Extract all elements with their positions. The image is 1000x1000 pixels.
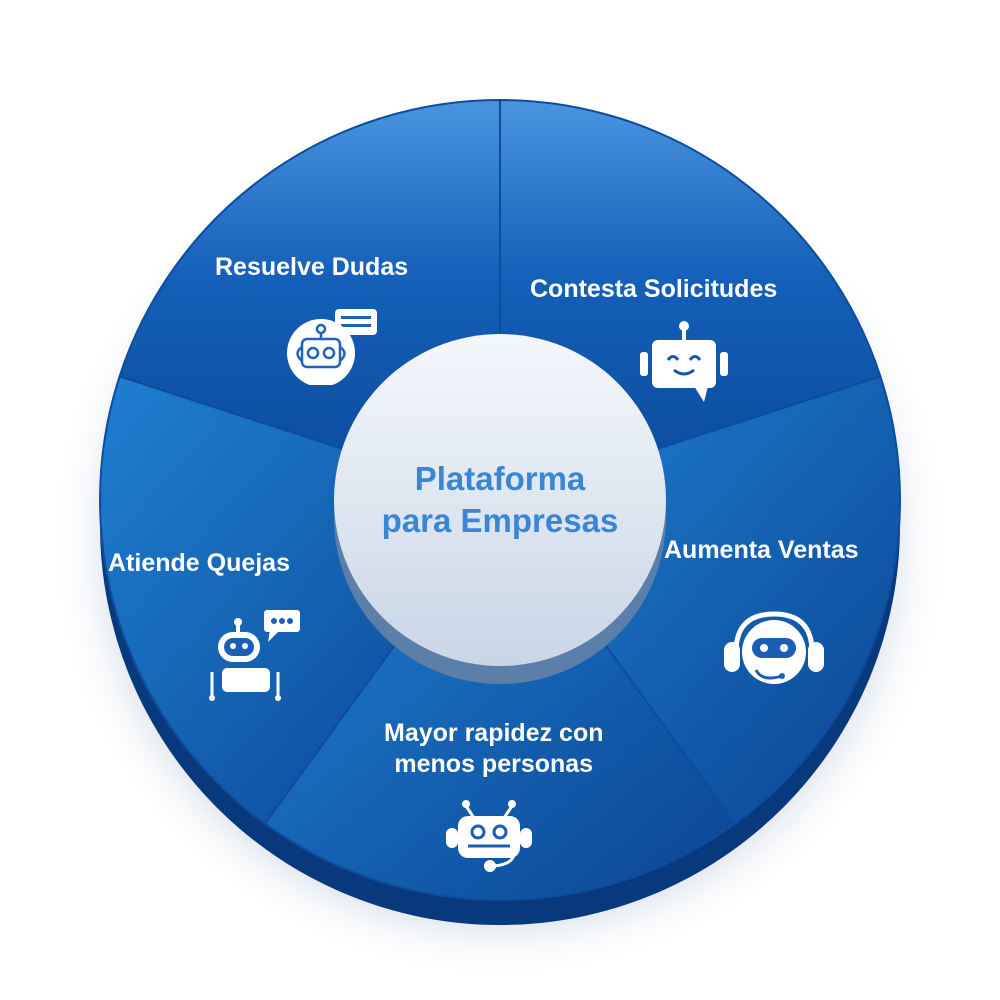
wheel-segment-4 [263,498,737,901]
center-title-line-2: para Empresas [381,502,619,539]
robot-support-icon [446,800,532,872]
segment-label-contesta-solicitudes: Contesta Solicitudes [530,275,778,303]
segment-label-line-2: menos personas [394,750,594,778]
center-title-line-1: Plataforma [414,460,586,497]
robot-message-icon [209,610,300,701]
segment-label-atiende-quejas: Atiende Quejas [108,549,290,577]
segment-label-resuelve-dudas: Resuelve Dudas [215,253,409,281]
robot-chat-bubble-icon [287,309,377,385]
center-circle [334,334,666,666]
segment-label-aumenta-ventas: Aumenta Ventas [664,536,859,564]
center-title: Plataforma para Empresas [330,458,670,542]
robot-headset-icon [724,611,824,684]
smiling-robot-icon [640,321,728,402]
segment-label-mayor-rapidez: Mayor rapidez con menos personas [384,718,604,780]
segment-label-line-1: Mayor rapidez con [384,719,604,747]
